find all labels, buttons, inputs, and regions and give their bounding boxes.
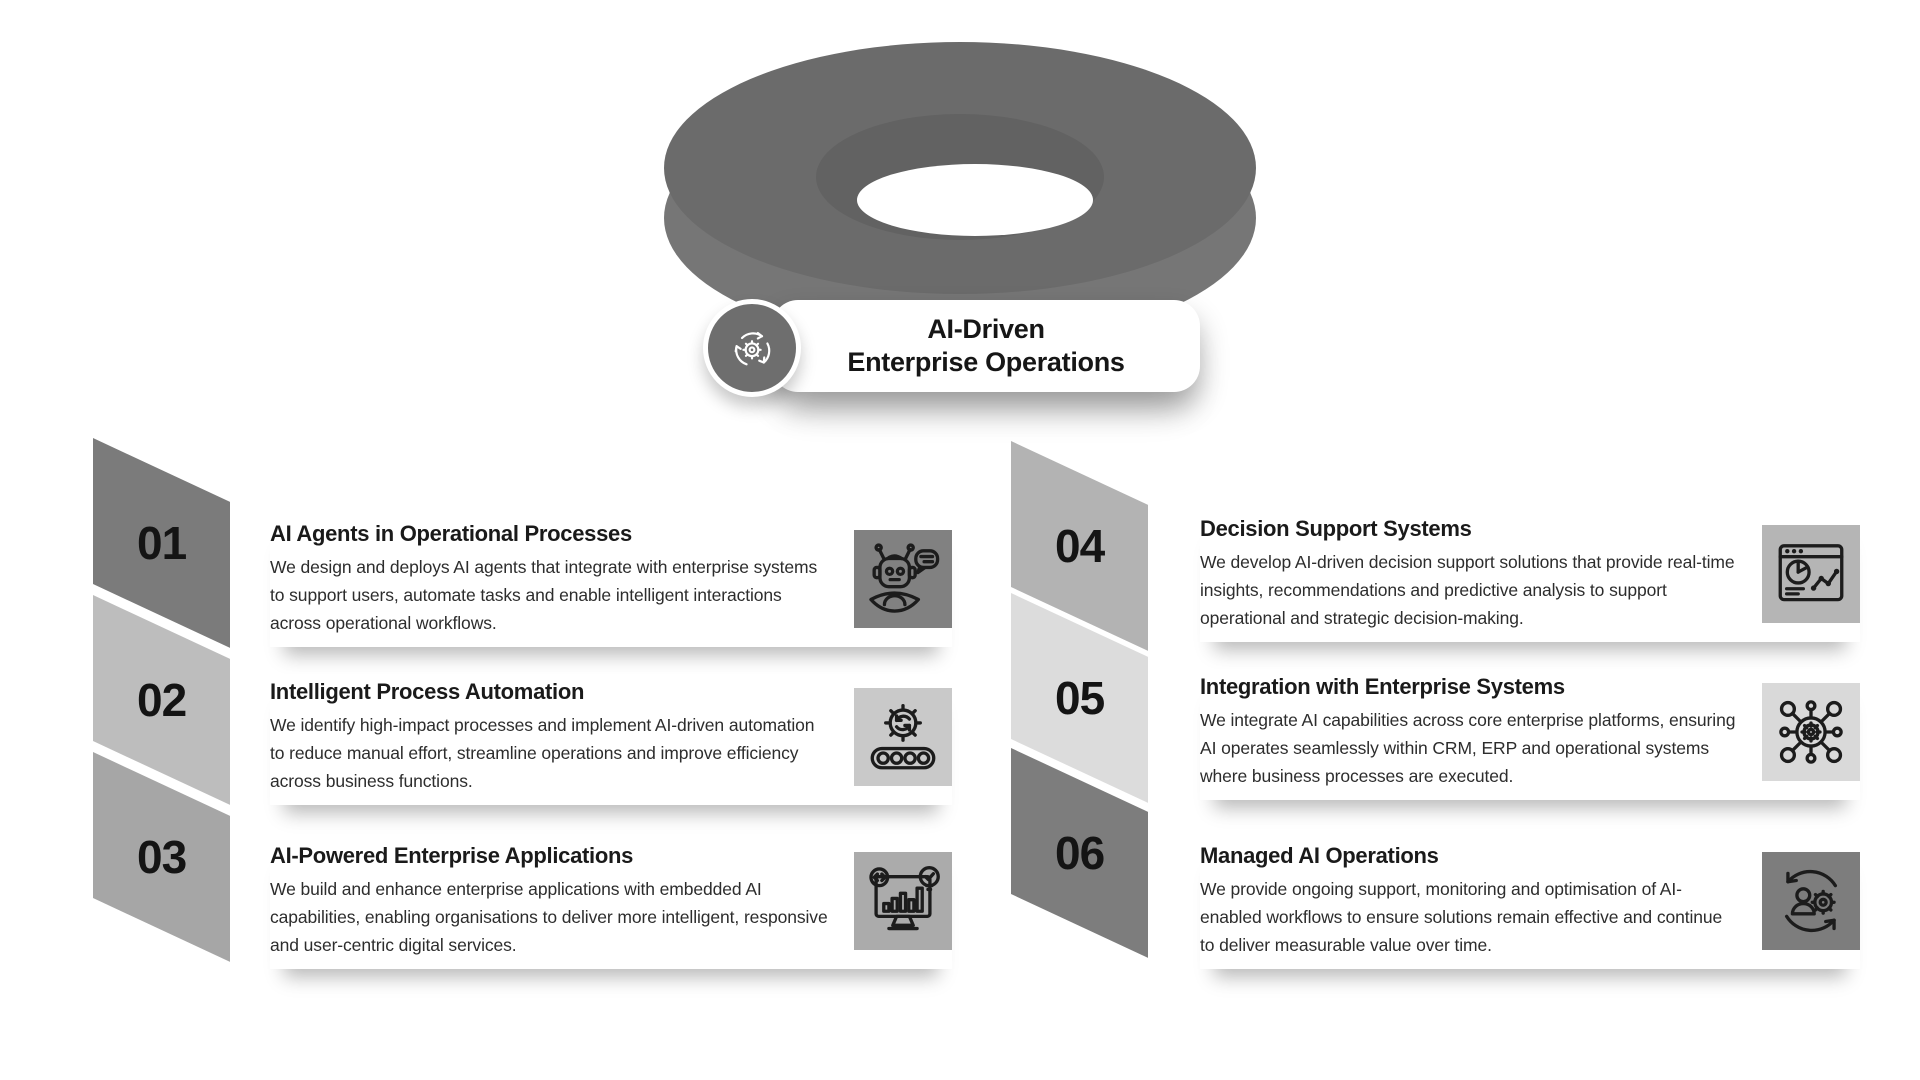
item-text: AI-Powered Enterprise Applications We bu… (270, 842, 832, 959)
item-description: We design and deploys AI agents that int… (270, 557, 818, 633)
step-number: 03 (136, 830, 187, 883)
robot-chat-icon (854, 529, 952, 628)
item-card-01: AI Agents in Operational Processes We de… (270, 516, 952, 647)
decision-support-icon (1762, 524, 1860, 623)
item-text: Decision Support Systems We develop AI-d… (1200, 515, 1740, 632)
item-text: AI Agents in Operational Processes We de… (270, 520, 832, 637)
item-title: Integration with Enterprise Systems (1200, 674, 1565, 699)
process-automation-icon (854, 687, 952, 786)
item-card-06: Managed AI Operations We provide ongoing… (1200, 838, 1860, 969)
item-description: We identify high-impact processes and im… (270, 715, 815, 791)
title-badge (703, 299, 801, 397)
item-description: We provide ongoing support, monitoring a… (1200, 879, 1723, 955)
item-title: Intelligent Process Automation (270, 679, 585, 704)
process-cycle-icon (734, 331, 771, 366)
item-card-05: Integration with Enterprise Systems We i… (1200, 669, 1860, 800)
item-title: Managed AI Operations (1200, 843, 1439, 868)
step-number: 06 (1054, 826, 1105, 879)
item-description: We build and enhance enterprise applicat… (270, 879, 828, 955)
item-description: We integrate AI capabilities across core… (1200, 710, 1736, 786)
item-card-04: Decision Support Systems We develop AI-d… (1200, 511, 1860, 642)
page-title-line2: Enterprise Operations (847, 347, 1125, 377)
item-text: Integration with Enterprise Systems We i… (1200, 673, 1740, 790)
item-title: AI-Powered Enterprise Applications (270, 843, 634, 868)
donut-graphic (664, 42, 1256, 354)
item-text: Managed AI Operations We provide ongoing… (1200, 842, 1740, 959)
page-title-line1: AI-Driven (927, 314, 1045, 344)
donut-hole (857, 164, 1093, 236)
item-description: We develop AI-driven decision support so… (1200, 552, 1735, 628)
step-number: 05 (1054, 671, 1105, 724)
integration-network-icon (1762, 682, 1860, 781)
step-number: 04 (1054, 519, 1105, 572)
title-pill: AI-Driven Enterprise Operations (772, 300, 1200, 392)
item-card-02: Intelligent Process Automation We identi… (270, 674, 952, 805)
managed-operations-icon (1762, 851, 1860, 950)
step-number: 01 (136, 516, 187, 569)
item-text: Intelligent Process Automation We identi… (270, 678, 832, 795)
item-title: AI Agents in Operational Processes (270, 521, 632, 546)
enterprise-apps-icon (854, 851, 952, 950)
step-number: 02 (136, 673, 187, 726)
item-card-03: AI-Powered Enterprise Applications We bu… (270, 838, 952, 969)
item-title: Decision Support Systems (1200, 516, 1472, 541)
